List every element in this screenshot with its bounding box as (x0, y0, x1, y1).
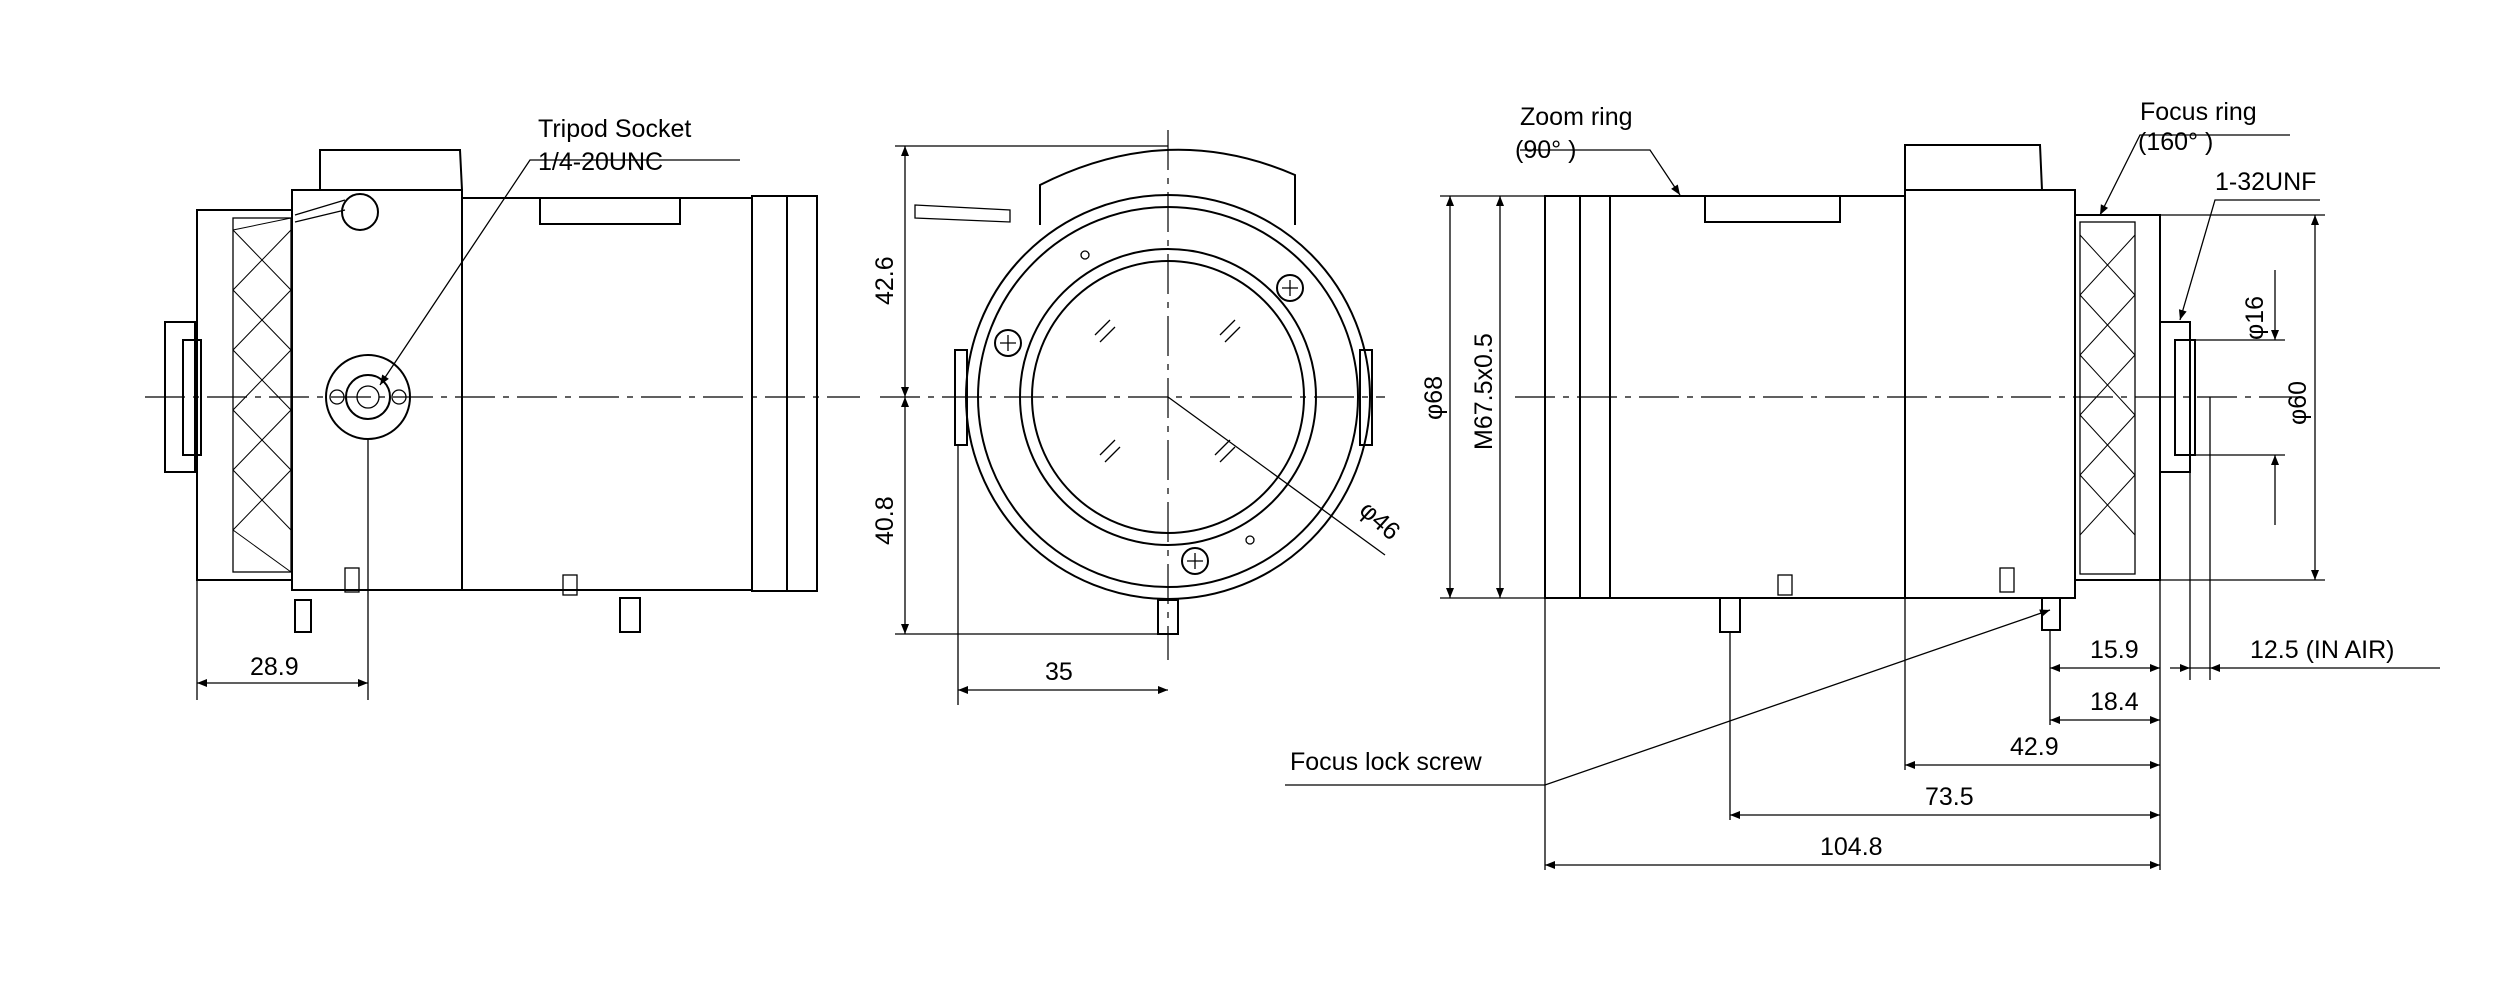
dim-screw-pos-label: 73.5 (1925, 783, 1974, 811)
front-view: 42.6 40.8 35 φ46 (871, 130, 1405, 705)
focus-lock-screw-left (294, 599, 312, 633)
dim-outer-dia-label: φ68 (1420, 376, 1448, 420)
mount-thread-leader (2178, 199, 2320, 321)
focus-lock-screw-label: Focus lock screw (1290, 748, 1483, 776)
front-glass (1031, 260, 1305, 534)
side-view-left: 28.9 Tripod Socket 1/4-20UNC (145, 115, 860, 700)
rear-mount (164, 321, 196, 473)
tripod-leader (379, 159, 740, 386)
dim-flange-label: 15.9 (2090, 636, 2139, 664)
dim-rear-len-label: 42.9 (2010, 733, 2059, 761)
dim-rear-dia-label: φ60 (2284, 381, 2312, 425)
zoom-ring-leader (1520, 149, 1681, 196)
focus-ring (196, 209, 293, 581)
mount-thread-label: 1-32UNF (2215, 168, 2316, 196)
focus-angle-label: (160° ) (2138, 128, 2213, 156)
dim-filter-thread-label: M67.5x0.5 (1470, 333, 1498, 450)
dim-lower-half-label: 40.8 (871, 496, 899, 545)
right-rear-housing (1904, 189, 2076, 599)
tripod-socket (325, 354, 411, 440)
barrel (461, 197, 753, 591)
front-top-bracket (1039, 148, 1296, 225)
dim-mount-len-label: 18.4 (2090, 688, 2139, 716)
side-view-right: φ68 M67.5x0.5 φ16 φ60 15.9 12.5 (IN AIR)… (1285, 98, 2440, 870)
focus-ring-knurl (232, 217, 292, 573)
right-focus-knurl (2079, 221, 2136, 575)
focus-ring-leader (2099, 134, 2290, 216)
dim-mount-dia-label: φ16 (2241, 296, 2269, 340)
tripod-thread-label: 1/4-20UNC (538, 148, 663, 176)
dim-tripod-offset-label: 28.9 (250, 653, 299, 681)
dim-back-focus-label: 12.5 (IN AIR) (2250, 636, 2395, 664)
front-screw (994, 329, 1022, 357)
dim-side-offset-label: 35 (1045, 658, 1073, 686)
dim-upper-half-label: 42.6 (871, 256, 899, 305)
focus-lock-leader (1285, 609, 2051, 786)
right-rear-mount (2159, 321, 2191, 473)
zoom-ring-label: Zoom ring (1520, 103, 1633, 131)
dim-front-dia-leader (1167, 396, 1386, 556)
dim-total-len-label: 104.8 (1820, 833, 1883, 861)
tripod-socket-label: Tripod Socket (538, 115, 691, 143)
zoom-angle-label: (90° ) (1515, 136, 1576, 164)
focus-lock-screw-right (2041, 597, 2061, 631)
focus-ring-label: Focus ring (2140, 98, 2257, 126)
